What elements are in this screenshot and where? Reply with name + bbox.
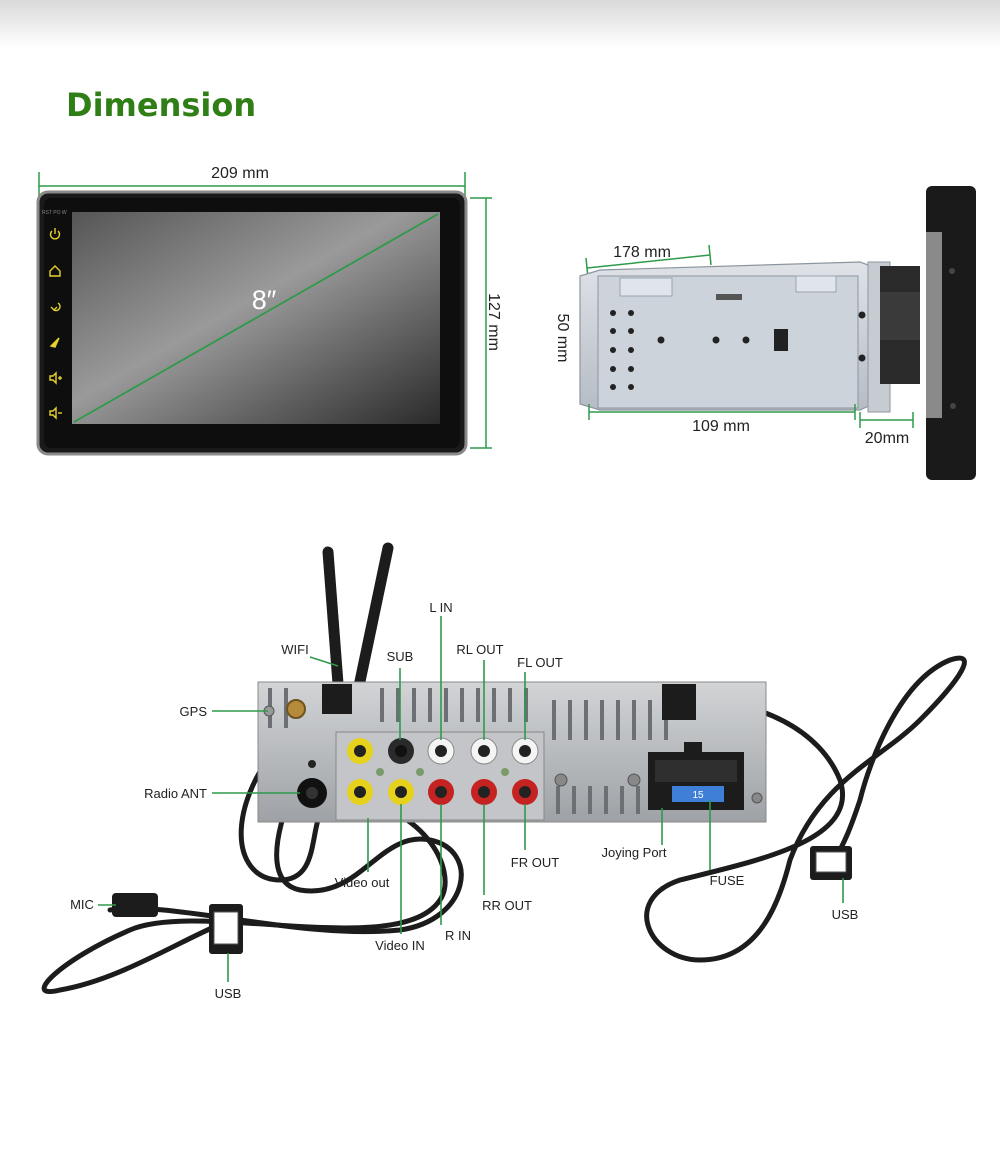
rca-r-in[interactable] — [428, 779, 454, 805]
fuse[interactable] — [672, 786, 724, 802]
navigation-icon[interactable] — [49, 337, 60, 348]
home-icon[interactable] — [49, 265, 61, 277]
top-bar — [0, 0, 1000, 48]
rca-video-out-top[interactable] — [347, 738, 373, 764]
rca-rl-out[interactable] — [470, 737, 498, 765]
power-icon[interactable] — [49, 228, 61, 240]
label-rl-out: RL OUT — [456, 642, 503, 657]
diagonal-line — [73, 213, 439, 423]
front-view: 209 mm 127 mm 8″ RST PO W — [36, 165, 502, 456]
label-r-in: R IN — [445, 928, 471, 943]
label-gps: GPS — [180, 704, 208, 719]
rca-sub[interactable] — [388, 738, 414, 764]
label-rr-out: RR OUT — [482, 898, 532, 913]
back-icon[interactable] — [50, 302, 61, 312]
front-height-label: 127 mm — [485, 293, 502, 351]
svg-text:RST PO W: RST PO W — [42, 210, 67, 216]
side-height-label: 50 mm — [554, 314, 571, 363]
label-fr-out: FR OUT — [511, 855, 559, 870]
side-panel-label: 20mm — [865, 430, 909, 447]
rca-video-out-bottom[interactable] — [347, 779, 373, 805]
label-sub: SUB — [387, 649, 414, 664]
left-cable-loop — [41, 717, 448, 994]
side-body-label: 109 mm — [692, 418, 750, 435]
label-fuse: FUSE — [710, 873, 745, 888]
page-title: Dimension — [66, 86, 257, 124]
side-depth-label: 178 mm — [613, 244, 671, 261]
rca-fl-out[interactable] — [511, 737, 539, 765]
label-l-in: L IN — [429, 600, 452, 615]
depth-dimension-line — [586, 254, 711, 269]
label-fl-out: FL OUT — [517, 655, 563, 670]
label-video-in: Video IN — [375, 938, 425, 953]
label-video-out: Video out — [335, 875, 390, 890]
gps-connector[interactable] — [286, 699, 306, 719]
rca-rr-out[interactable] — [471, 779, 497, 805]
label-wifi: WIFI — [281, 642, 308, 657]
rear-view: 15 GPS WIF — [41, 542, 967, 1001]
label-mic: MIC — [70, 897, 94, 912]
side-view: 178 mm 50 mm — [554, 186, 976, 480]
label-usb-left: USB — [215, 986, 242, 1001]
label-usb-right: USB — [832, 907, 859, 922]
rca-video-in[interactable] — [388, 779, 414, 805]
screen-size-label: 8″ — [252, 285, 277, 315]
label-radio-ant: Radio ANT — [144, 786, 207, 801]
label-joying-port: Joying Port — [601, 845, 666, 860]
right-cable-loop — [644, 655, 967, 963]
volume-up-icon[interactable] — [49, 371, 62, 385]
front-width-label: 209 mm — [211, 165, 269, 182]
mic-connector — [112, 893, 158, 917]
rca-fr-out[interactable] — [512, 779, 538, 805]
svg-text:15: 15 — [692, 790, 704, 801]
rca-l-in[interactable] — [427, 737, 455, 765]
volume-down-icon[interactable] — [49, 406, 62, 420]
